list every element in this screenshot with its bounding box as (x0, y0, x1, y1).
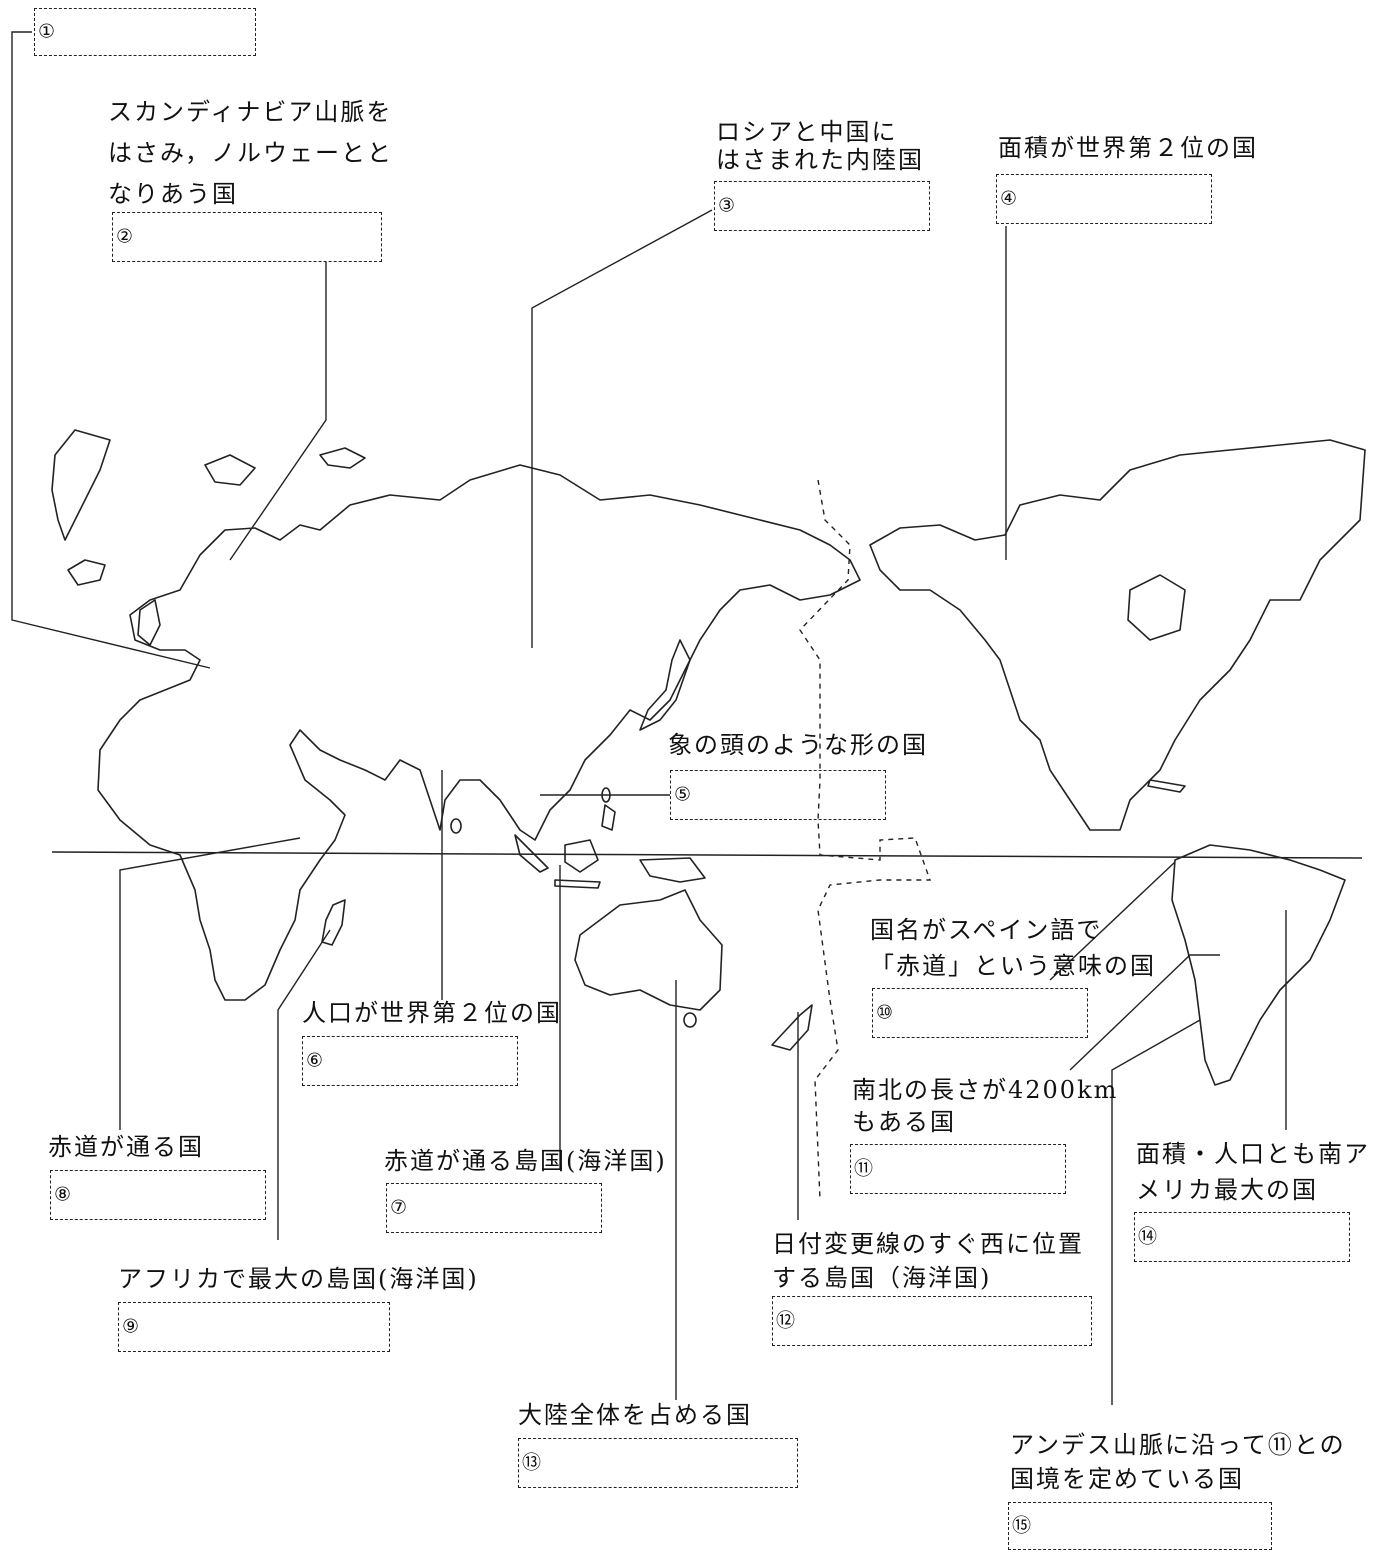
question-11-label: 南北の長さが4200km もある国 (852, 1076, 1119, 1136)
leader-line-11 (1069, 954, 1220, 1071)
answer-number: ⑩ (876, 1001, 894, 1024)
new-zealand-landmass (771, 1004, 813, 1051)
question-6-label: 人口が世界第２位の国 (302, 999, 562, 1027)
question-7-label: 赤道が通る島国(海洋国) (384, 1147, 667, 1175)
philippines-landmass (601, 804, 616, 831)
arctic-islands (319, 447, 366, 469)
question-3-label: ロシアと中国に はさまれた内陸国 (716, 118, 924, 174)
answer-box-2[interactable]: ② (112, 212, 382, 262)
japan-landmass (639, 639, 691, 731)
leader-line-2 (229, 262, 327, 561)
answer-number: ④ (1000, 187, 1018, 210)
leader-line-9 (277, 929, 331, 1240)
question-2-label: スカンディナビア山脈を はさみ，ノルウェーとと なりあう国 (108, 98, 394, 208)
question-10-label: 国名がスペイン語で 「赤道」という意味の国 (870, 916, 1156, 980)
answer-box-6[interactable]: ⑥ (302, 1036, 518, 1086)
sumatra-landmass (514, 834, 549, 873)
answer-box-12[interactable]: ⑫ (772, 1296, 1092, 1346)
sri-lanka-landmass (450, 818, 462, 834)
equator-line (51, 851, 1363, 859)
madagascar-landmass (321, 899, 346, 946)
leader-line-3 (531, 209, 713, 648)
australia-landmass (574, 889, 723, 1011)
answer-number: ⑦ (390, 1196, 408, 1219)
leader-line-10 (1049, 861, 1176, 981)
iceland-landmass (67, 559, 106, 586)
answer-number: ⑧ (54, 1183, 72, 1206)
answer-box-11[interactable]: ⑪ (850, 1144, 1066, 1194)
answer-number: ② (116, 225, 134, 248)
answer-box-3[interactable]: ③ (714, 181, 930, 231)
answer-number: ⑨ (122, 1315, 140, 1338)
answer-number: ⑫ (776, 1309, 796, 1332)
answer-box-5[interactable]: ⑤ (670, 770, 886, 820)
cuba-landmass (1147, 779, 1186, 793)
borneo-landmass (564, 839, 599, 873)
answer-box-13[interactable]: ⑬ (518, 1438, 798, 1488)
leader-line-8 (119, 837, 301, 1130)
answer-number: ③ (718, 194, 736, 217)
answer-box-4[interactable]: ④ (996, 174, 1212, 224)
south-america-landmass (1171, 844, 1346, 1086)
answer-box-7[interactable]: ⑦ (386, 1183, 602, 1233)
question-15-label: アンデス山脈に沿って⑪との 国境を定めている国 (1010, 1431, 1346, 1493)
question-4-label: 面積が世界第２位の国 (998, 134, 1258, 162)
answer-box-15[interactable]: ⑮ (1008, 1502, 1272, 1550)
great-britain-landmass (137, 599, 161, 646)
answer-box-8[interactable]: ⑧ (50, 1170, 266, 1220)
question-12-label: 日付変更線のすぐ西に位置 する島国（海洋国) (772, 1230, 1084, 1292)
answer-number: ⑮ (1012, 1514, 1032, 1537)
answer-number: ⑭ (1138, 1225, 1158, 1248)
question-5-label: 象の頭のような形の国 (668, 731, 928, 759)
new-guinea-landmass (639, 857, 706, 883)
question-13-label: 大陸全体を占める国 (518, 1401, 752, 1429)
greenland-landmass (51, 429, 111, 541)
question-14-label: 面積・人口とも南ア メリカ最大の国 (1136, 1140, 1370, 1204)
java-landmass (554, 879, 601, 889)
leader-line-1 (11, 31, 211, 669)
north-america-landmass (869, 439, 1366, 831)
answer-number: ⑬ (522, 1451, 542, 1474)
svalbard-landmass (204, 454, 256, 486)
answer-box-9[interactable]: ⑨ (118, 1302, 390, 1352)
answer-number: ⑤ (674, 783, 692, 806)
date-line (799, 479, 931, 1201)
answer-box-1[interactable]: ① (34, 8, 256, 56)
leader-line-15 (1111, 1019, 1201, 1405)
answer-number: ⑥ (306, 1049, 324, 1072)
answer-number: ⑪ (854, 1157, 874, 1180)
question-8-label: 赤道が通る国 (48, 1133, 204, 1161)
answer-box-10[interactable]: ⑩ (872, 988, 1088, 1038)
hudson-bay (1127, 574, 1186, 641)
question-9-label: アフリカで最大の島国(海洋国) (118, 1265, 479, 1293)
answer-number: ① (38, 20, 56, 43)
answer-box-14[interactable]: ⑭ (1134, 1212, 1350, 1262)
tasmania-landmass (683, 1012, 697, 1028)
